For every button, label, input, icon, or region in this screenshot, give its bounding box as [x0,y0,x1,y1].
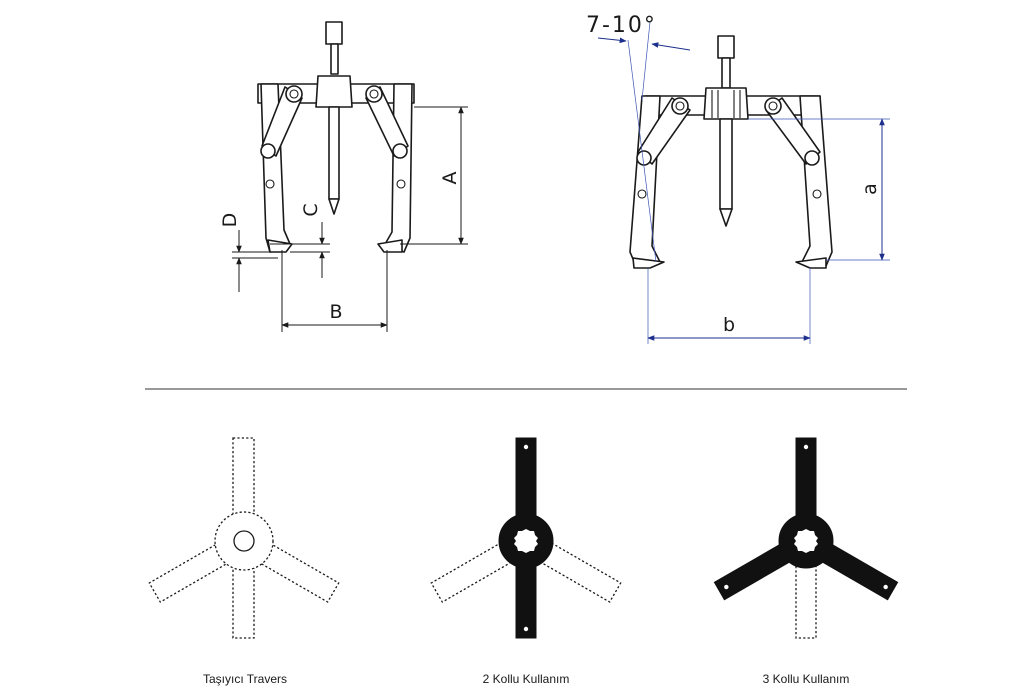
bolt [365,85,383,103]
left-puller-diagram: A B C D [219,21,468,332]
leg-hole [812,189,822,199]
spindle-lower [719,118,733,210]
carrier-travers-diagram: Taşıyıcı Travers [148,437,340,686]
right-jaw [377,239,403,253]
spindle-tip [328,198,340,215]
pin-hole [803,444,809,450]
leg-hole [637,189,647,199]
right-jaw [795,257,827,269]
splined-bore [794,529,818,553]
right-leg [383,83,413,253]
bolt [636,150,652,166]
two-arm-diagram: 2 Kollu Kullanım [430,437,622,686]
angle-ref-line [627,39,657,263]
spindle-upper [721,57,731,89]
three-arm-diagram: 3 Kollu Kullanım [713,437,899,686]
splined-bore [514,529,538,553]
dimension-d-label: D [219,213,241,228]
bolt [392,143,408,159]
left-jaw [267,239,293,253]
bolt [260,143,276,159]
caption-three-arm: 3 Kollu Kullanım [763,672,850,686]
leg-hole [265,179,275,189]
dimension-b-label: b [723,314,735,336]
spindle-upper [330,43,339,75]
right-puller-diagram: 7-10° a b [586,13,890,344]
caption-carrier: Taşıyıcı Travers [203,672,287,686]
bolt [671,97,689,115]
dimension-c-label: C [300,203,322,216]
bolt [285,85,303,103]
left-leg [629,95,661,267]
crossbar-hub [315,75,353,108]
leg-hole [396,179,406,189]
caption-two-arm: 2 Kollu Kullanım [483,672,570,686]
pin-hole [724,584,729,590]
angle-arrow-right [651,42,691,51]
pin-hole [523,444,529,450]
pin-hole [523,626,529,632]
pin-hole [883,584,888,590]
right-leg [799,95,833,267]
spindle-lower [328,106,340,200]
left-jaw [632,257,665,269]
dimension-b-label: B [329,301,342,323]
center-hole [233,530,255,552]
dimension-a-label: A [439,172,461,185]
angle-arrow-left [597,37,627,44]
spindle-head [717,35,735,59]
angle-label: 7-10° [586,13,657,38]
crossbar-hub [703,87,749,120]
bolt [764,97,782,115]
dimension-a-label: a [859,183,881,195]
spindle-tip [719,208,733,227]
spindle-head [325,21,343,45]
bolt [804,150,820,166]
